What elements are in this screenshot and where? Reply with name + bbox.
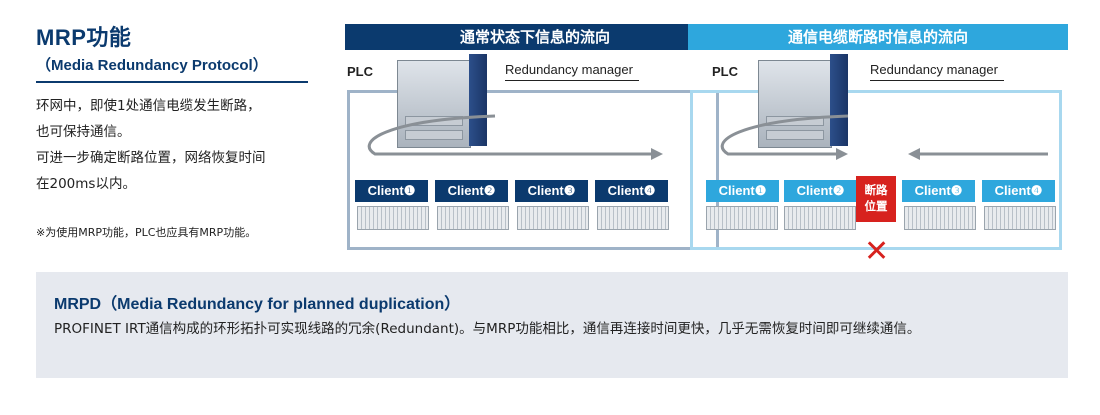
mrpd-text: PROFINET IRT通信构成的环形拓扑可实现线路的冗余(Redundant)… xyxy=(54,321,921,337)
io-device xyxy=(784,206,856,230)
description-line: 可进一步确定断路位置，网络恢复时间 xyxy=(36,150,266,166)
ring-network xyxy=(690,90,1062,250)
break-location-label: 断路位置 xyxy=(856,176,896,222)
redundancy-manager-label: Redundancy manager xyxy=(870,62,1004,81)
client-1: Client❶ xyxy=(706,180,779,202)
io-device xyxy=(984,206,1056,230)
client-4: Client❹ xyxy=(982,180,1055,202)
break-x-icon: ✕ xyxy=(864,234,890,269)
client-3: Client❸ xyxy=(902,180,975,202)
plc-label: PLC xyxy=(712,64,738,79)
client-2: Client❷ xyxy=(784,180,857,202)
flow-arrow xyxy=(720,114,1048,160)
broken-flow-title: 通信电缆断路时信息的流向 xyxy=(688,24,1068,50)
mrp-description-text: 环网中，即使1处通信电缆发生断路， 也可保持通信。 可进一步确定断路位置，网络恢… xyxy=(36,93,326,197)
io-device xyxy=(706,206,778,230)
io-device xyxy=(437,206,509,230)
description-line: 环网中，即使1处通信电缆发生断路， xyxy=(36,98,261,114)
client-1: Client❶ xyxy=(355,180,428,202)
mrp-title: MRP功能 xyxy=(36,25,132,50)
plc-label: PLC xyxy=(347,64,373,79)
redundancy-manager-label: Redundancy manager xyxy=(505,62,639,81)
ring-network xyxy=(347,90,719,250)
normal-flow-panel: 通常状态下信息的流向 PLC Redundancy manager Client… xyxy=(345,24,725,256)
mrpd-title: MRPD（Media Redundancy for planned duplic… xyxy=(54,296,461,313)
io-device xyxy=(357,206,429,230)
broken-flow-panel: 通信电缆断路时信息的流向 PLC Redundancy manager Clie… xyxy=(688,24,1068,267)
mrp-note: ※为使用MRP功能，PLC也应具有MRP功能。 xyxy=(36,226,257,239)
io-device xyxy=(597,206,669,230)
description-line: 也可保持通信。 xyxy=(36,124,131,140)
io-device xyxy=(904,206,976,230)
mrp-description: MRP功能 （Media Redundancy Protocol） 环网中，即使… xyxy=(36,20,326,197)
io-device xyxy=(517,206,589,230)
mrp-subtitle: （Media Redundancy Protocol） xyxy=(36,54,308,83)
normal-flow-title: 通常状态下信息的流向 xyxy=(345,24,725,50)
flow-arrow xyxy=(367,114,663,160)
client-3: Client❸ xyxy=(515,180,588,202)
client-2: Client❷ xyxy=(435,180,508,202)
description-line: 在200ms以内。 xyxy=(36,176,136,192)
client-row: Client❶ Client❷ Client❸ Client❹ xyxy=(355,180,668,202)
client-4: Client❹ xyxy=(595,180,668,202)
mrpd-box: MRPD（Media Redundancy for planned duplic… xyxy=(36,272,1068,378)
